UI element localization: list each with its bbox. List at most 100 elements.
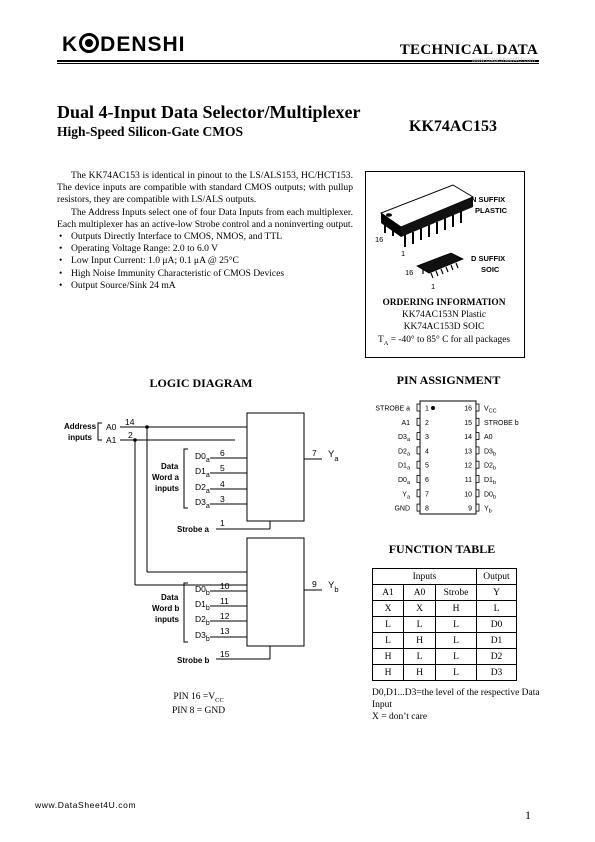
address-label-line1: Address [64, 422, 97, 431]
pin-number-right: 11 [465, 477, 472, 484]
page-title: Dual 4-Input Data Selector/Multiplexer [57, 102, 361, 122]
pin-stub [475, 446, 480, 455]
feature-item: Operating Voltage Range: 2.0 to 6.0 V [57, 243, 353, 255]
table-cell: H [403, 664, 436, 681]
pin-number-left: 3 [425, 434, 429, 441]
page-subtitle: High-Speed Silicon-Gate CMOS [57, 124, 244, 139]
junction-dot [133, 438, 137, 442]
table-header-cell: A1 [372, 584, 404, 601]
description-paragraph-2: The Address Inputs select one of four Da… [57, 206, 353, 230]
pin-number-right: 10 [464, 491, 472, 498]
pin-number-right: 12 [464, 463, 472, 470]
table-row: L L L D0 [372, 616, 517, 633]
ic-body [419, 400, 477, 515]
pin-number-left: 4 [425, 448, 429, 455]
n-suffix-label: N SUFFIX [471, 195, 505, 204]
d-soic-label: SOIC [481, 265, 500, 274]
d-suffix-label: D SUFFIX [471, 254, 505, 263]
footer-site: www.DataSheet4U.com [35, 800, 137, 810]
dip-pin16-label: 16 [375, 235, 383, 244]
technical-data-label: TECHNICAL DATA [399, 42, 538, 58]
pin-number-right: 15 [464, 420, 472, 427]
pin-number-d1b: 11 [220, 596, 229, 606]
pin-label-left: STROBE a [375, 406, 410, 413]
table-cell: D3 [476, 664, 517, 681]
dip-pin1-label: 1 [401, 249, 405, 258]
soic-package-icon [416, 252, 464, 279]
table-header-cell: A0 [403, 584, 436, 601]
output-yb-label: Yb [328, 580, 339, 594]
word-a-label-line3: inputs [155, 484, 180, 493]
feature-list: Outputs Directly Interface to CMOS, NMOS… [57, 231, 353, 292]
package-info-box [365, 171, 525, 358]
table-group-header-output: Output [476, 568, 517, 585]
pin-stub [475, 460, 480, 469]
table-cell: L [435, 648, 477, 665]
strobe-a-pin: 1 [220, 518, 225, 528]
pin-label-right: Yb [484, 506, 492, 515]
table-cell: H [372, 664, 404, 681]
pin-stub [416, 403, 421, 412]
pin-number-d0b: 10 [220, 581, 230, 591]
input-d1b-label: D1b [195, 599, 210, 612]
address-label-line2: inputs [68, 433, 93, 442]
word-a-label-line2: Word a [152, 473, 180, 482]
pin-number-right: 14 [464, 434, 472, 441]
table-cell: D0 [476, 616, 517, 633]
strobe-b-label: Strobe b [177, 656, 210, 665]
soic-pin1-label: 1 [431, 282, 435, 291]
logic-diagram: Address inputs A0 A1 14 2 Data Word a in… [64, 412, 339, 665]
pin-number-d3a: 3 [220, 494, 225, 504]
input-d2a-label: D2a [195, 482, 210, 495]
word-b-inputs: D0b D1b D2b D3b 10 11 12 13 [195, 581, 230, 643]
pin-label-left: D0a [398, 477, 411, 486]
pin-stub [416, 503, 421, 512]
feature-item: High Noise Immunity Characteristic of CM… [57, 268, 353, 280]
pin-label-right: D1b [484, 477, 496, 486]
pin-stub [475, 503, 480, 512]
feature-item: Output Source/Sink 24 mA [57, 280, 353, 292]
pin-number-d0a: 6 [220, 448, 225, 458]
pin-number-left: 1 [425, 406, 429, 413]
pin16-note: PIN 16 =VCC [173, 692, 224, 704]
header-rule-thin [57, 63, 539, 64]
pin-number-left: 6 [425, 477, 429, 484]
feature-item: Outputs Directly Interface to CMOS, NMOS… [57, 231, 353, 243]
table-cell: L [435, 664, 477, 681]
table-header-row: A1 A0 Strobe Y [372, 584, 517, 601]
soic-pin16-label: 16 [405, 268, 413, 277]
input-d0a-label: D0a [195, 451, 210, 464]
table-row: H L L D2 [372, 648, 517, 665]
pin-number-right: 9 [468, 506, 472, 513]
a0-pin-number: 14 [125, 417, 135, 427]
a1-label: A1 [106, 435, 117, 445]
table-cell: X [403, 600, 436, 617]
page-number: 1 [525, 808, 531, 822]
pin-label-right: D2b [484, 463, 496, 472]
input-d3b-label: D3b [195, 630, 210, 643]
pin-stub [475, 475, 480, 483]
n-plastic-label: PLASTIC [475, 206, 508, 215]
word-b-label-line3: inputs [155, 615, 180, 624]
word-b-label-line1: Data [161, 593, 179, 602]
pin1-marker-icon [431, 406, 435, 410]
table-cell: L [372, 616, 404, 633]
pin8-note: PIN 8 = GND [172, 705, 226, 716]
output-ya-label: Ya [328, 449, 339, 463]
table-row: H H L D3 [372, 664, 517, 681]
table-cell: L [403, 648, 436, 665]
table-cell: L [403, 616, 436, 633]
a1-pin-number: 2 [128, 430, 133, 440]
table-cell: D1 [476, 632, 517, 649]
pin-stub [416, 489, 421, 498]
pin-label-right: A0 [484, 434, 493, 441]
logic-diagram-title: LOGIC DIAGRAM [149, 376, 253, 390]
function-table-title: FUNCTION TABLE [388, 542, 496, 556]
pin-number-d1a: 5 [220, 463, 225, 473]
pin-number-left: 8 [425, 506, 429, 513]
strobe-a-label: Strobe a [177, 525, 210, 534]
pin-stub [475, 417, 480, 426]
table-row: L H L D1 [372, 632, 517, 649]
